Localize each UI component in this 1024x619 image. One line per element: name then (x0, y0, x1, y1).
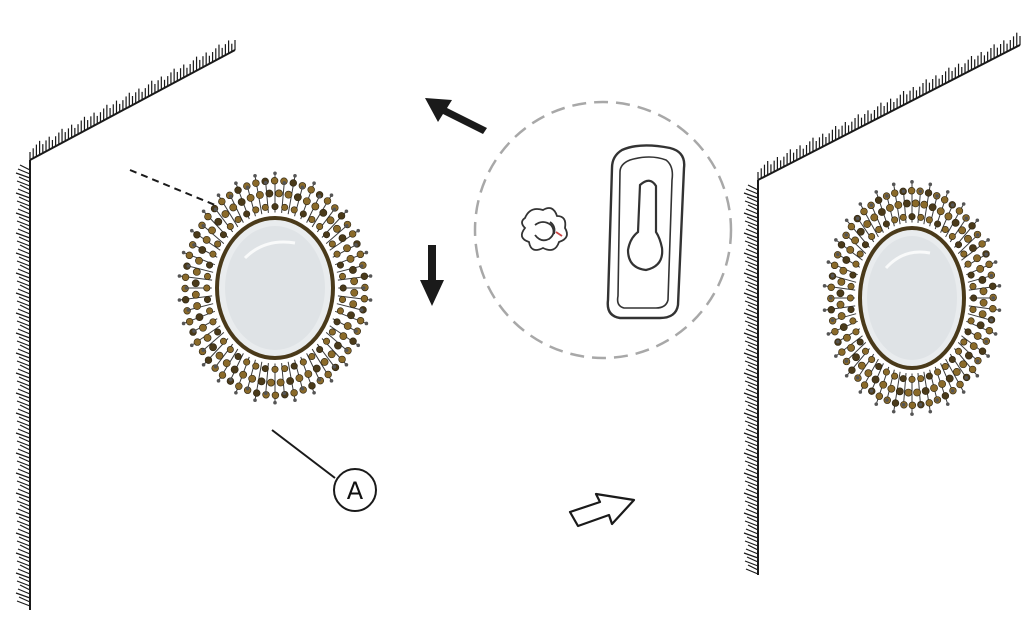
callout-a-label: A (347, 477, 364, 505)
mirror-right (822, 180, 1002, 416)
arrow-down-icon (420, 245, 444, 306)
mirror-left (177, 171, 373, 405)
callout-a: A (271, 429, 377, 512)
detail-circle (473, 100, 733, 360)
right-wall (743, 32, 1021, 575)
outline-arrow-right-icon (568, 492, 636, 528)
arrow-up-left-icon (425, 98, 487, 134)
left-wall (15, 40, 236, 610)
screw-icon (520, 207, 568, 251)
dashed-leader (129, 169, 216, 206)
hook-bracket-icon (606, 144, 686, 320)
